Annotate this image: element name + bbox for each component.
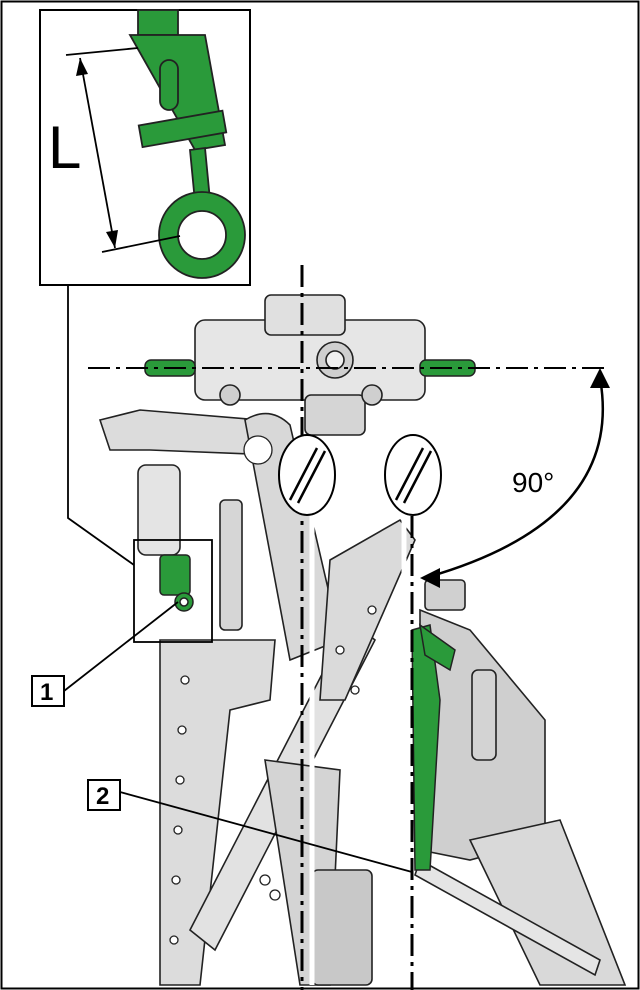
inset-rod — [128, 9, 246, 279]
callout-2-leader — [119, 791, 413, 873]
detail-leader — [67, 285, 135, 566]
frame-holes — [169, 435, 377, 945]
axis-lines — [300, 265, 414, 990]
callout-1-label: 1 — [40, 679, 53, 706]
angle-arrowhead-top — [590, 368, 610, 388]
detail-box — [133, 539, 213, 643]
axis-white-offset — [309, 470, 407, 985]
dimension-arrow-bottom — [106, 230, 118, 248]
callout-2-label: 2 — [96, 783, 109, 810]
callout-1-leader — [63, 601, 179, 692]
machine-frame — [98, 294, 627, 986]
angle-label: 90° — [512, 467, 554, 498]
parallel-marker-right — [384, 434, 442, 516]
dimension-L — [65, 47, 181, 253]
angle-arc — [427, 377, 605, 579]
callout-2-box — [87, 779, 121, 811]
parallel-marker-left — [278, 434, 336, 516]
angle-arrowhead-bottom — [420, 568, 440, 588]
dimension-arrow-top — [76, 58, 88, 76]
dimension-label: L — [48, 114, 81, 181]
callout-1-box — [31, 675, 65, 707]
